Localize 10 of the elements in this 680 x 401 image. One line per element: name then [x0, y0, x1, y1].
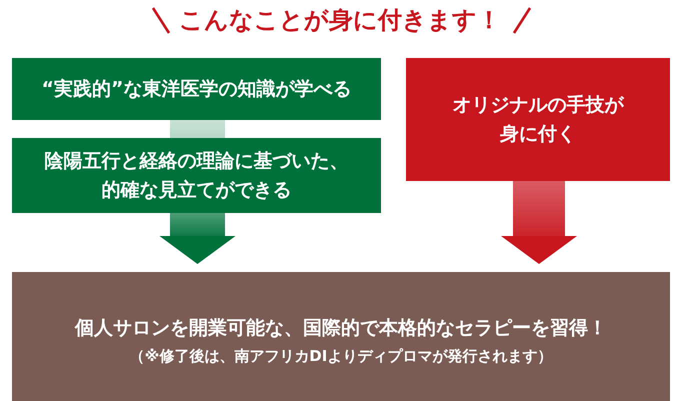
title: こんなことが身に付きます！ [179, 6, 501, 35]
connector-bar [170, 120, 225, 138]
note-text: （※修了後は、南アフリカDIよりディプロマが発行されます） [130, 346, 552, 367]
arrow [501, 181, 577, 264]
process-box: 陰陽五行と経絡の理論に基づいた、的確な見立てができる [12, 138, 381, 213]
process-box: “実践的”な東洋医学の知識が学べる [12, 58, 381, 120]
result-text: 個人サロンを開業可能な、国際的で本格的なセラピーを習得！ [75, 316, 607, 341]
process-box: オリジナルの手技が身に付く [406, 58, 670, 181]
result-panel [12, 272, 670, 401]
arrow [160, 213, 236, 264]
